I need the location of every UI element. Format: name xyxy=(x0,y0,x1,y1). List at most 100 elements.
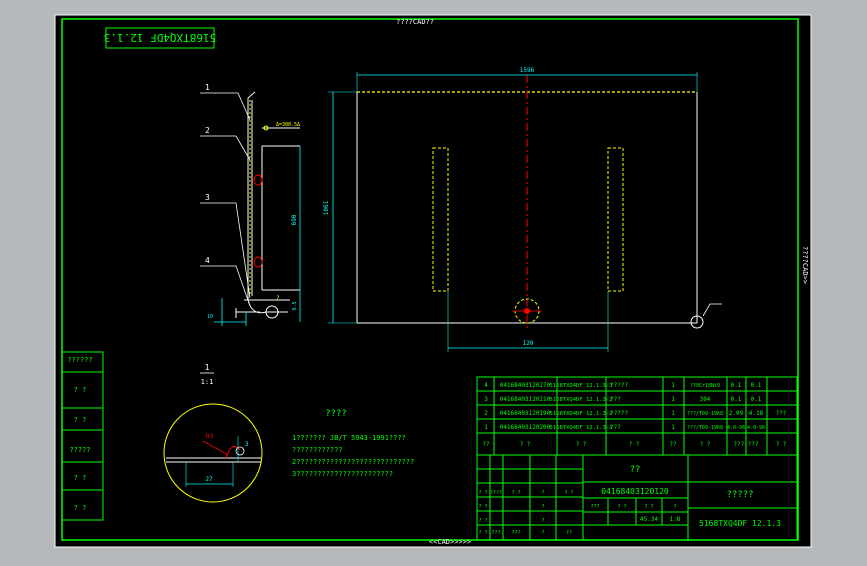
tb-r4-c2: ??? xyxy=(511,530,520,536)
tb-r3-c2: ? xyxy=(541,518,544,524)
bom-r1-code: 04168403120270 xyxy=(500,382,551,389)
tb-r5-c3: ?? xyxy=(566,530,572,536)
notes-line-1: 1??????? JB/T 5943-1991???? xyxy=(292,434,406,442)
sheet-border xyxy=(61,18,799,541)
bom-r3-code: 04168403120190 xyxy=(500,410,551,417)
callout-leaders xyxy=(200,92,251,307)
bom-r4-w2: 4.0-96 xyxy=(747,425,765,431)
tb-r1-c3: ? ? xyxy=(511,490,520,496)
bom-h-mat: ? ? xyxy=(700,441,711,448)
bom-h-desc: ? ? xyxy=(629,441,640,448)
tb-part-label: ?? xyxy=(630,465,641,475)
bom-r3-w2: 4.18 xyxy=(749,410,764,417)
width-total-dim: 1596 xyxy=(520,67,535,74)
tb-r5-c1: ??? xyxy=(491,530,500,536)
title-block xyxy=(476,454,798,541)
notes-line-2: ???????????? xyxy=(292,446,343,454)
left-strip-4: ????? xyxy=(69,446,90,454)
bom-h-name: ? ? xyxy=(576,441,587,448)
bom-r2-desc: ??? xyxy=(610,396,621,403)
tb-r5-c2: ? xyxy=(541,530,544,536)
bom-h-qty: ?? xyxy=(669,441,677,448)
bom-r1-no: 4 xyxy=(484,382,488,389)
tb-r4-c4: ? xyxy=(673,504,676,510)
bom-r1-w1: 0.1 xyxy=(731,382,742,389)
bom-r1-w2: 0.1 xyxy=(751,382,762,389)
corner-note: ? xyxy=(276,295,280,302)
bom-r3-mat: ???/T09-1968 xyxy=(687,411,723,417)
scale-den: 1:1 xyxy=(201,378,214,386)
detail-radius: R3 xyxy=(206,433,214,440)
bom-r4-mat: ???/T09-1968 xyxy=(687,425,723,431)
title-block-text: ?? 04168403120120 ????? 5168TXQ4DF 12.1.… xyxy=(478,465,781,536)
left-strip-6: ? ? xyxy=(74,504,87,512)
tb-scale: 1:8 xyxy=(670,516,681,523)
bom-r4-no: 1 xyxy=(484,424,488,431)
bom-r3-w1: 2.09 xyxy=(729,410,744,417)
scale-num: 1 xyxy=(205,363,210,372)
bom-r4-qty: 1 xyxy=(671,424,675,431)
bom-r3-no: 2 xyxy=(484,410,488,417)
bom-r3-qty: 1 xyxy=(671,410,675,417)
bom-r1-name: 5168TXQ4DF 12.1.3-3 xyxy=(550,383,613,389)
tb-r2-c1: ? ? xyxy=(478,504,487,510)
tb-r2-c3: ??? xyxy=(590,504,599,510)
callout-4: 4 xyxy=(205,256,210,265)
bom-r4-desc: ??? xyxy=(610,424,621,431)
bom-r1-mat: ??0Cr18Ni9 xyxy=(690,383,720,389)
bom-r1-qty: 1 xyxy=(671,382,675,389)
left-strip xyxy=(61,351,104,521)
bom-r1-desc: ????? xyxy=(610,382,628,389)
bom-r2-qty: 1 xyxy=(671,396,675,403)
side-view: Δ=300.5Δ 690 9.5 10 ? xyxy=(207,91,301,326)
bom-r2-mat: 304 xyxy=(700,396,711,403)
bom-h-weight: ??? ??? xyxy=(733,441,759,448)
callout-3: 3 xyxy=(205,193,210,202)
left-strip-1: ?????? xyxy=(67,356,92,364)
bom-r3-note: ??? xyxy=(776,410,787,417)
tb-r1-c2: ???? xyxy=(490,490,502,496)
bom-r2-w2: 0.1 xyxy=(751,396,762,403)
stamp-box xyxy=(105,27,215,49)
tb-r3-c1: ? ? xyxy=(478,518,487,524)
detail-dim-a: 27 xyxy=(205,476,213,483)
tb-r1-c5: ? ? xyxy=(564,490,573,496)
bom-r3-desc: ????? xyxy=(610,410,628,417)
tb-r4-c3: ? ? xyxy=(644,504,653,510)
slot-spacing-dim: 120 xyxy=(523,340,534,347)
bom-r4-name: 5168TXQ4DF 12.1.3-1 xyxy=(550,425,613,431)
tb-drawing-no: 5168TXQ4DF 12.1.3 xyxy=(699,519,781,528)
notes-line-3: 2???????????????????????????? xyxy=(292,458,414,466)
bom-r3-name: 5168TXQ4DF 12.1.3-2 xyxy=(550,411,613,417)
callout-1: 1 xyxy=(205,83,210,92)
bom-r2-no: 3 xyxy=(484,396,488,403)
bom-r4-code: 04168403120200 xyxy=(500,424,551,431)
bom-r2-name: 5168TXQ4DF 12.1.3-2 xyxy=(550,397,613,403)
right-label: ????CAD>> xyxy=(801,246,809,284)
bom-r2-code: 04168403120210 xyxy=(500,396,551,403)
bom-h-code: ? ? xyxy=(520,441,531,448)
top-label: ????CAD?? xyxy=(396,18,434,26)
tb-r1-c1: ? ? xyxy=(478,490,487,496)
left-strip-5: ? ? xyxy=(74,474,87,482)
tb-r3-c3: ? ? xyxy=(617,504,626,510)
weld-note: Δ=300.5Δ xyxy=(276,122,300,128)
tb-r2-c2: ? xyxy=(541,504,544,510)
notes-line-4: 3??????????????????????? xyxy=(292,470,393,478)
bom-rows: 4 04168403120270 5168TXQ4DF 12.1.3-3 ???… xyxy=(482,382,786,448)
notes-title: ???? xyxy=(325,409,347,419)
left-strip-3: ? ? xyxy=(74,416,87,424)
front-view: 1596 1061 120 xyxy=(323,67,722,352)
slot-height-dim: 690 xyxy=(291,214,298,225)
stamp-code: 5168TXQ4DF 12.1.3 xyxy=(104,31,217,44)
bom-r4-w1: 4.0-96 xyxy=(727,425,745,431)
detail-dim-b: 3 xyxy=(245,441,249,448)
tb-part-code: 04168403120120 xyxy=(601,487,669,496)
flange-dim: 10 xyxy=(207,314,213,320)
thickness-dim: 9.5 xyxy=(292,301,298,310)
detail-view: R3 27 3 xyxy=(163,403,263,503)
bom-r2-w1: 0.1 xyxy=(731,396,742,403)
bottom-label: <<CAD>>>>> xyxy=(429,538,471,546)
